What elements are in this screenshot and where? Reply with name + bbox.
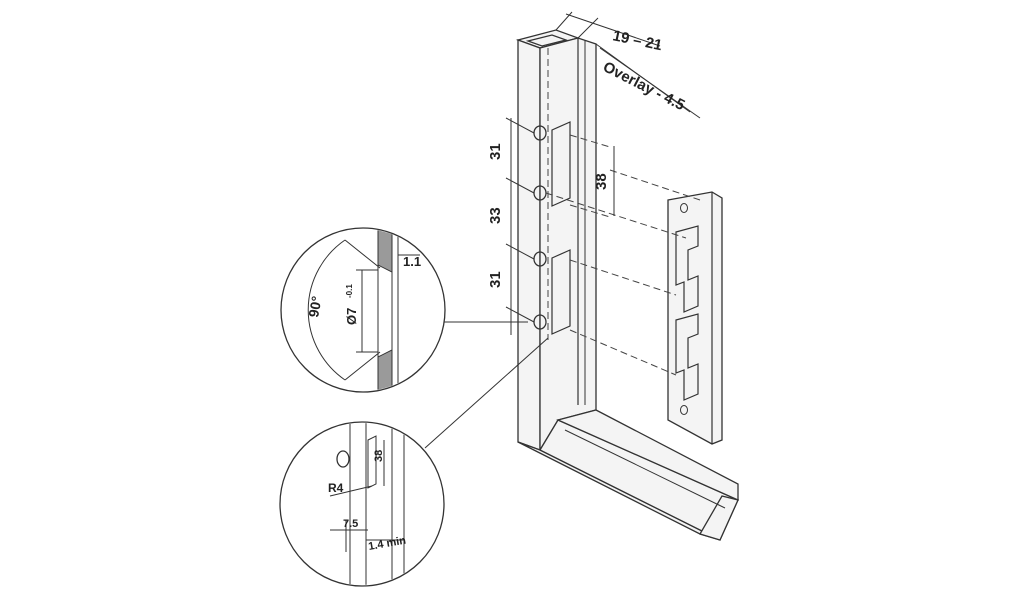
- plate-hole-bottom: [680, 405, 688, 415]
- slot-length-label: 38: [593, 173, 610, 190]
- leader-bottom-detail: [424, 337, 549, 449]
- profile-top-inner: [525, 34, 569, 47]
- connector-plate: [667, 191, 723, 445]
- slot-lower: [551, 249, 571, 335]
- detail-bottom-slot-label: 38: [373, 450, 385, 462]
- bottom-profile-inner: [556, 409, 739, 502]
- detail-circle-top: 90° Ø7 -0.1 1.1: [280, 227, 446, 393]
- dim-overlay-line-2: [599, 47, 701, 119]
- proj-6: [609, 169, 701, 201]
- proj-5: [569, 329, 677, 376]
- spacing-top-label: 31: [487, 143, 504, 160]
- detail-bottom-radius: R4: [328, 481, 344, 495]
- spacing-tick-4: [505, 306, 535, 323]
- slot-upper: [551, 121, 571, 207]
- bottom-profile-endcap: [699, 495, 739, 541]
- detail-bottom-radius-line: [329, 485, 373, 497]
- profile-side-face: [539, 37, 597, 453]
- detail-bottom-hole: [336, 450, 350, 468]
- detail-top-chamfer-1: [344, 239, 381, 269]
- detail-top-hole: [377, 264, 393, 358]
- detail-top-angle-arc: [307, 239, 346, 381]
- proj-4: [569, 259, 677, 296]
- dim-19-21-line: [565, 13, 661, 47]
- projection-lines: [545, 48, 701, 376]
- proj-2: [569, 204, 611, 218]
- detail-top-diameter: Ø7: [344, 308, 359, 325]
- profile-front-face: [517, 39, 541, 451]
- detail-bottom-slot: [367, 435, 377, 489]
- spacing-tick-3: [505, 243, 535, 260]
- dim-ext-2: [577, 17, 599, 39]
- detail-top-angle: 90°: [305, 295, 324, 319]
- dim-overlay: Overlay - 4.5: [600, 58, 687, 114]
- spacing-mid-label: 33: [487, 207, 504, 224]
- detail-top-outline: [280, 227, 446, 393]
- spacing-tick-2: [505, 177, 535, 194]
- spacing-bottom-label: 31: [487, 271, 504, 288]
- proj-1: [569, 134, 611, 148]
- plate-clip-lower: [675, 313, 699, 401]
- detail-bottom-offset: 7.5: [343, 518, 358, 530]
- detail-top-tolerance: -0.1: [345, 284, 354, 298]
- dim-profile-width: 19 – 21: [611, 27, 663, 54]
- frame-profile: [515, 29, 739, 541]
- detail-circle-bottom: R4 38 7.5 1.4 min: [279, 421, 445, 587]
- plate-clip-upper: [675, 225, 699, 313]
- detail-top-chamfer-2: [344, 351, 381, 381]
- proj-3: [545, 192, 687, 239]
- detail-bottom-outline: [279, 421, 445, 587]
- spacing-dimensions: 31 33 31 38: [487, 117, 615, 335]
- detail-top-wall-label: 1.1: [403, 254, 421, 269]
- plate-body: [667, 191, 723, 445]
- plate-hole-top: [680, 203, 688, 213]
- bottom-rail-line: [564, 429, 726, 509]
- spacing-tick-1: [505, 117, 535, 134]
